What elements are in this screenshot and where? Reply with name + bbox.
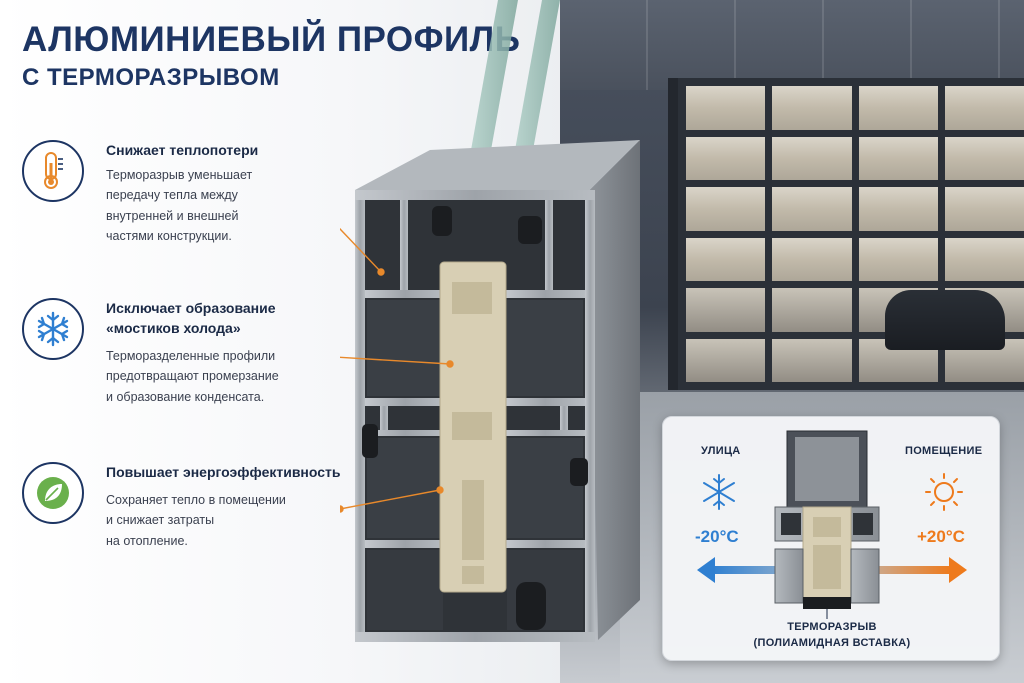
- facade-panels: [560, 0, 1024, 90]
- feature-text-line: предотвращают промерзание: [106, 369, 279, 384]
- feature-text: Терморазрыв уменьшает передачу тепла меж…: [106, 165, 346, 246]
- rubber-seals: [362, 206, 588, 630]
- feature-heading: Повышает энергоэффективность: [106, 464, 341, 480]
- snowflake-icon: [22, 298, 84, 360]
- thermal-break-caption-detail: (ПОЛИАМИДНАЯ ВСТАВКА): [753, 637, 911, 649]
- profile-side-face: [590, 140, 640, 640]
- inset-diagram: [697, 430, 967, 619]
- feature-text-line: Терморазрыв уменьшает: [106, 168, 253, 182]
- snowflake-icon: [703, 474, 735, 510]
- feature-text: Терморазделенные профили предотвращают п…: [106, 346, 336, 407]
- polyamide-thermal-break: [439, 261, 507, 593]
- aluminium-profile-illustration: [340, 0, 640, 642]
- feature-text-line: Сохраняет тепло в помещении: [106, 493, 286, 507]
- feature-heading-line: «мостиков холода»: [106, 320, 241, 337]
- sun-icon: [925, 473, 963, 511]
- inside-temperature: +20°C: [917, 527, 965, 546]
- feature-text: Сохраняет тепло в помещении и снижает за…: [106, 490, 346, 551]
- feature-heading: Исключает образование «мостиков холода»: [106, 298, 336, 339]
- thermal-break-caption: ТЕРМОРАЗРЫВ: [787, 621, 877, 633]
- profile-top-face: [355, 140, 640, 190]
- feature-text-line: Терморазделенные профили: [106, 349, 276, 363]
- thermal-break-inset: УЛИЦА ПОМЕЩЕНИЕ -20°C +20°C ТЕРМОРАЗРЫВ …: [662, 416, 1000, 661]
- feature-text-line: на отопление.: [106, 533, 188, 548]
- outside-temperature: -20°C: [695, 527, 739, 546]
- car-in-showroom: [885, 290, 1005, 350]
- inside-label: ПОМЕЩЕНИЕ: [905, 445, 983, 457]
- page-title: АЛЮМИНИЕВЫЙ ПРОФИЛЬ: [22, 20, 521, 59]
- feature-heading-line: Исключает образование: [106, 300, 276, 316]
- feature-text-line: и образование конденсата.: [106, 389, 265, 404]
- feature-heading: Снижает теплопотери: [106, 142, 259, 158]
- feature-text-line: частями конструкции.: [106, 228, 232, 243]
- feature-text-line: внутренней и внешней: [106, 208, 239, 223]
- outside-label: УЛИЦА: [701, 445, 741, 457]
- feature-text-line: передачу тепла между: [106, 188, 238, 203]
- inset-profile: [774, 430, 880, 609]
- feature-text-line: и снижает затраты: [106, 513, 215, 528]
- page-subtitle: С ТЕРМОРАЗРЫВОМ: [22, 64, 280, 91]
- callout-lines: [340, 227, 454, 513]
- thermometer-icon: [22, 140, 84, 202]
- leaf-icon: [22, 462, 84, 524]
